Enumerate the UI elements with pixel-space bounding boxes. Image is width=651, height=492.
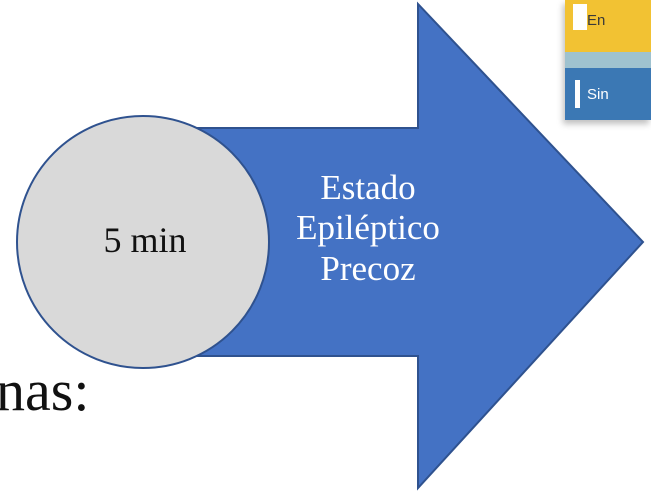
background-text: nas: — [0, 358, 90, 423]
arrow-label-line-3: Precoz — [320, 248, 416, 288]
thumbnail-middle-band — [565, 52, 651, 68]
thumbnail-bottom-band: Sin — [565, 68, 651, 120]
time-circle — [16, 115, 270, 369]
pause-bars-icon — [573, 4, 580, 30]
arrow-label: Estado Epiléptico Precoz — [268, 168, 468, 289]
arrow-label-line-1: Estado — [320, 168, 416, 207]
thumbnail-top-band: En — [565, 0, 651, 52]
thumbnail-image: En Sin — [565, 0, 651, 120]
circle-label: 5 min — [103, 220, 187, 260]
thumbnail-top-text: En — [587, 12, 606, 29]
thumbnail-bar-icon — [575, 80, 580, 108]
arrow-label-line-2: Epiléptico — [296, 208, 440, 248]
thumbnail-bottom-text: Sin — [587, 86, 609, 103]
